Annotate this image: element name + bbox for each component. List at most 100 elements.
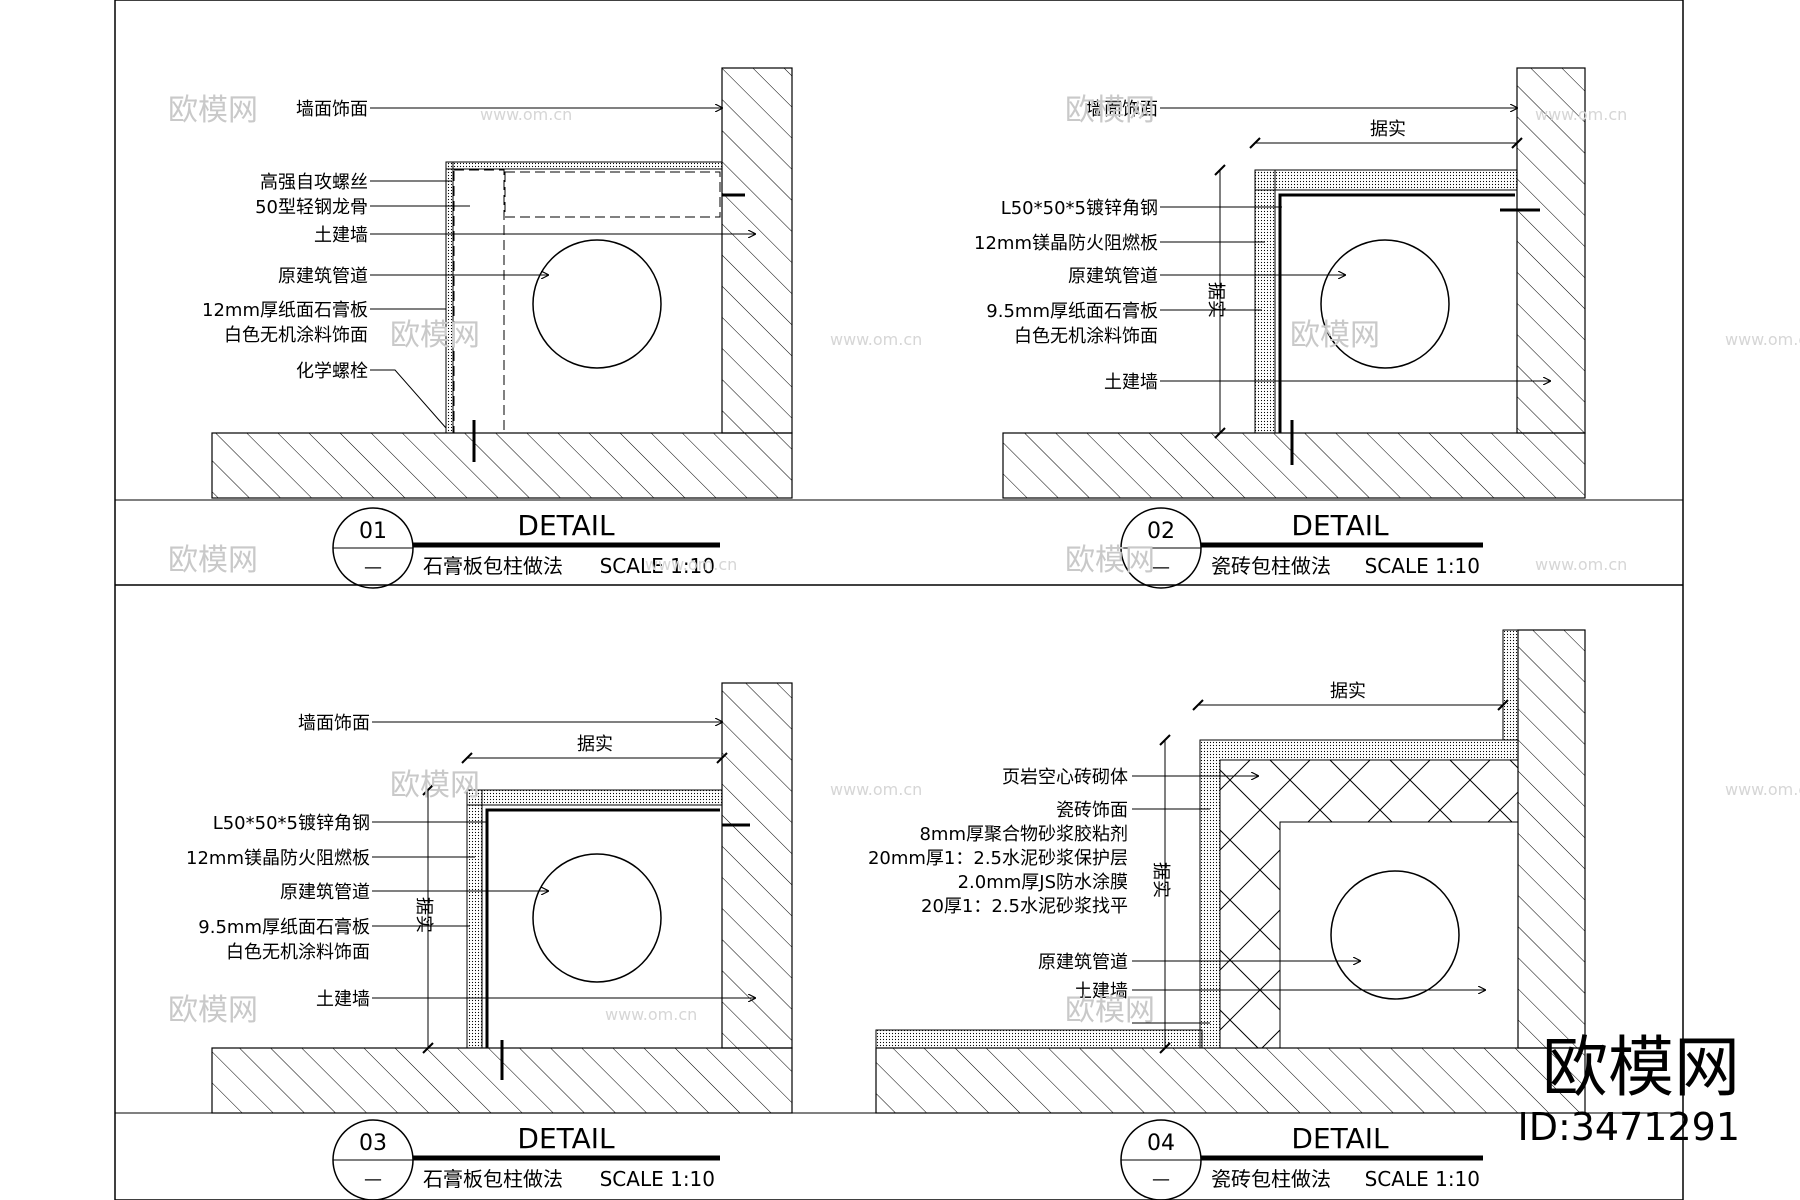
label: 墙面饰面 <box>296 99 368 120</box>
detail-sub: — <box>364 1169 382 1190</box>
label: 50型轻钢龙骨 <box>255 197 368 218</box>
label: 20厚1：2.5水泥砂浆找平 <box>921 896 1128 917</box>
detail-title: DETAIL <box>517 1122 615 1155</box>
label: 20mm厚1：2.5水泥砂浆保护层 <box>868 848 1128 869</box>
wall-section <box>1516 67 1586 434</box>
detail-title: DETAIL <box>1291 509 1389 542</box>
detail-name: 石膏板包柱做法 <box>423 554 563 578</box>
callouts-04 <box>1132 776 1485 1024</box>
watermark-brand: 欧模网 <box>168 93 258 128</box>
watermark-brand: 欧模网 <box>168 543 258 578</box>
floor-slab <box>211 432 793 499</box>
label: 墙面饰面 <box>1086 99 1158 120</box>
angle-steel <box>485 808 720 1048</box>
board-top <box>1254 169 1518 191</box>
watermark-site: www.om.cn <box>1535 105 1627 124</box>
title-block-02: 02 — DETAIL 瓷砖包柱做法 SCALE 1:10 <box>1120 507 1483 589</box>
pipe-circle <box>532 853 662 983</box>
detail-scale: SCALE 1:10 <box>1365 1167 1480 1191</box>
label: 8mm厚聚合物砂浆胶粘剂 <box>919 824 1128 845</box>
angle-steel <box>1278 193 1515 433</box>
detail-number: 01 <box>359 519 387 544</box>
callouts-03 <box>372 722 755 998</box>
watermark-id: ID:3471291 <box>1517 1105 1740 1149</box>
callouts-02 <box>1160 108 1550 381</box>
detail-scale: SCALE 1:10 <box>600 554 715 578</box>
label: 12mm镁晶防火阻燃板 <box>186 848 370 869</box>
wall-section <box>721 67 793 434</box>
detail-number: 02 <box>1147 519 1175 544</box>
label: 化学螺栓 <box>296 361 368 382</box>
label: 土建墙 <box>316 989 370 1010</box>
title-block-04: 04 — DETAIL 瓷砖包柱做法 SCALE 1:10 <box>1120 1119 1483 1200</box>
watermark-site: www.om.cn <box>645 555 737 574</box>
detail-02: 据实 据实 墙面饰面 L50*50*5镀锌角钢 12mm镁晶防火阻燃板 原建筑管… <box>974 67 1586 589</box>
watermark-brand: 欧模网 <box>390 318 480 353</box>
watermark-brand: 欧模网 <box>168 993 258 1028</box>
watermark-site: www.om.cn <box>830 780 922 799</box>
tile-wall-finish <box>1502 629 1519 741</box>
label: 土建墙 <box>314 225 368 246</box>
watermark-brand: 欧模网 <box>1290 318 1380 353</box>
pipe-circle <box>1320 239 1450 369</box>
label: 12mm厚纸面石膏板 <box>202 299 368 321</box>
board-side <box>466 789 483 1049</box>
labels-01: 墙面饰面 高强自攻螺丝 50型轻钢龙骨 土建墙 原建筑管道 12mm厚纸面石膏板… <box>202 99 368 382</box>
label: 土建墙 <box>1104 372 1158 393</box>
gypsum-board-side <box>445 161 454 434</box>
detail-sub: — <box>1152 557 1170 578</box>
watermark-logo: 欧模网 <box>1542 1029 1740 1106</box>
title-block-01: 01 — DETAIL 石膏板包柱做法 SCALE 1:10 <box>332 507 720 589</box>
detail-scale: SCALE 1:10 <box>1365 554 1480 578</box>
wall-section <box>721 682 793 1049</box>
watermark-site: www.om.cn <box>605 1005 697 1024</box>
brick-masonry <box>1219 759 1519 1049</box>
dim-side: 据实 <box>1150 862 1171 898</box>
label: L50*50*5镀锌角钢 <box>213 813 370 834</box>
detail-title: DETAIL <box>1291 1122 1389 1155</box>
watermark-site: www.om.cn <box>1535 555 1627 574</box>
watermark-brand: 欧模网 <box>1065 543 1155 578</box>
detail-name: 石膏板包柱做法 <box>423 1167 563 1191</box>
floor-finish <box>875 1029 1203 1049</box>
dim-side: 据实 <box>413 897 434 933</box>
label: 原建筑管道 <box>1038 952 1128 973</box>
watermark-brand: 欧模网 <box>1065 93 1155 128</box>
detail-name: 瓷砖包柱做法 <box>1211 1167 1331 1191</box>
watermark-site: www.om.cn <box>1725 780 1800 799</box>
detail-01: 墙面饰面 高强自攻螺丝 50型轻钢龙骨 土建墙 原建筑管道 12mm厚纸面石膏板… <box>115 67 1683 589</box>
label: 白色无机涂料饰面 <box>226 942 370 963</box>
detail-sub: — <box>364 557 382 578</box>
detail-sub: — <box>1152 1169 1170 1190</box>
steel-stud <box>453 169 505 434</box>
wall-section <box>1517 629 1586 1049</box>
floor-slab <box>1002 432 1586 499</box>
label: 高强自攻螺丝 <box>260 172 368 193</box>
board-top <box>466 789 723 806</box>
detail-number: 04 <box>1147 1131 1175 1156</box>
label: 原建筑管道 <box>278 266 368 287</box>
gypsum-board <box>445 161 723 170</box>
watermark-site: www.om.cn <box>1725 330 1800 349</box>
labels-04: 页岩空心砖砌体 瓷砖饰面 8mm厚聚合物砂浆胶粘剂 20mm厚1：2.5水泥砂浆… <box>868 767 1128 1002</box>
dim-top: 据实 <box>1330 681 1366 702</box>
pipe-circle <box>532 239 662 369</box>
sheet-frame <box>114 0 1684 1200</box>
label: 白色无机涂料饰面 <box>224 325 368 346</box>
watermark-site: www.om.cn <box>480 105 572 124</box>
label: 页岩空心砖砌体 <box>1002 767 1128 788</box>
dim-top: 据实 <box>1370 119 1406 140</box>
label: L50*50*5镀锌角钢 <box>1001 198 1158 219</box>
watermark-site: www.om.cn <box>830 330 922 349</box>
label: 墙面饰面 <box>298 713 370 734</box>
label: 土建墙 <box>1074 981 1128 1002</box>
callouts-01 <box>370 108 755 429</box>
label: 12mm镁晶防火阻燃板 <box>974 233 1158 254</box>
pipe-circle <box>1330 870 1460 1000</box>
detail-scale: SCALE 1:10 <box>600 1167 715 1191</box>
label: 原建筑管道 <box>280 882 370 903</box>
title-block-03: 03 — DETAIL 石膏板包柱做法 SCALE 1:10 <box>332 1119 720 1200</box>
watermark-brand: 欧模网 <box>390 768 480 803</box>
detail-title: DETAIL <box>517 509 615 542</box>
labels-03: 墙面饰面 L50*50*5镀锌角钢 12mm镁晶防火阻燃板 原建筑管道 9.5m… <box>186 713 370 1010</box>
